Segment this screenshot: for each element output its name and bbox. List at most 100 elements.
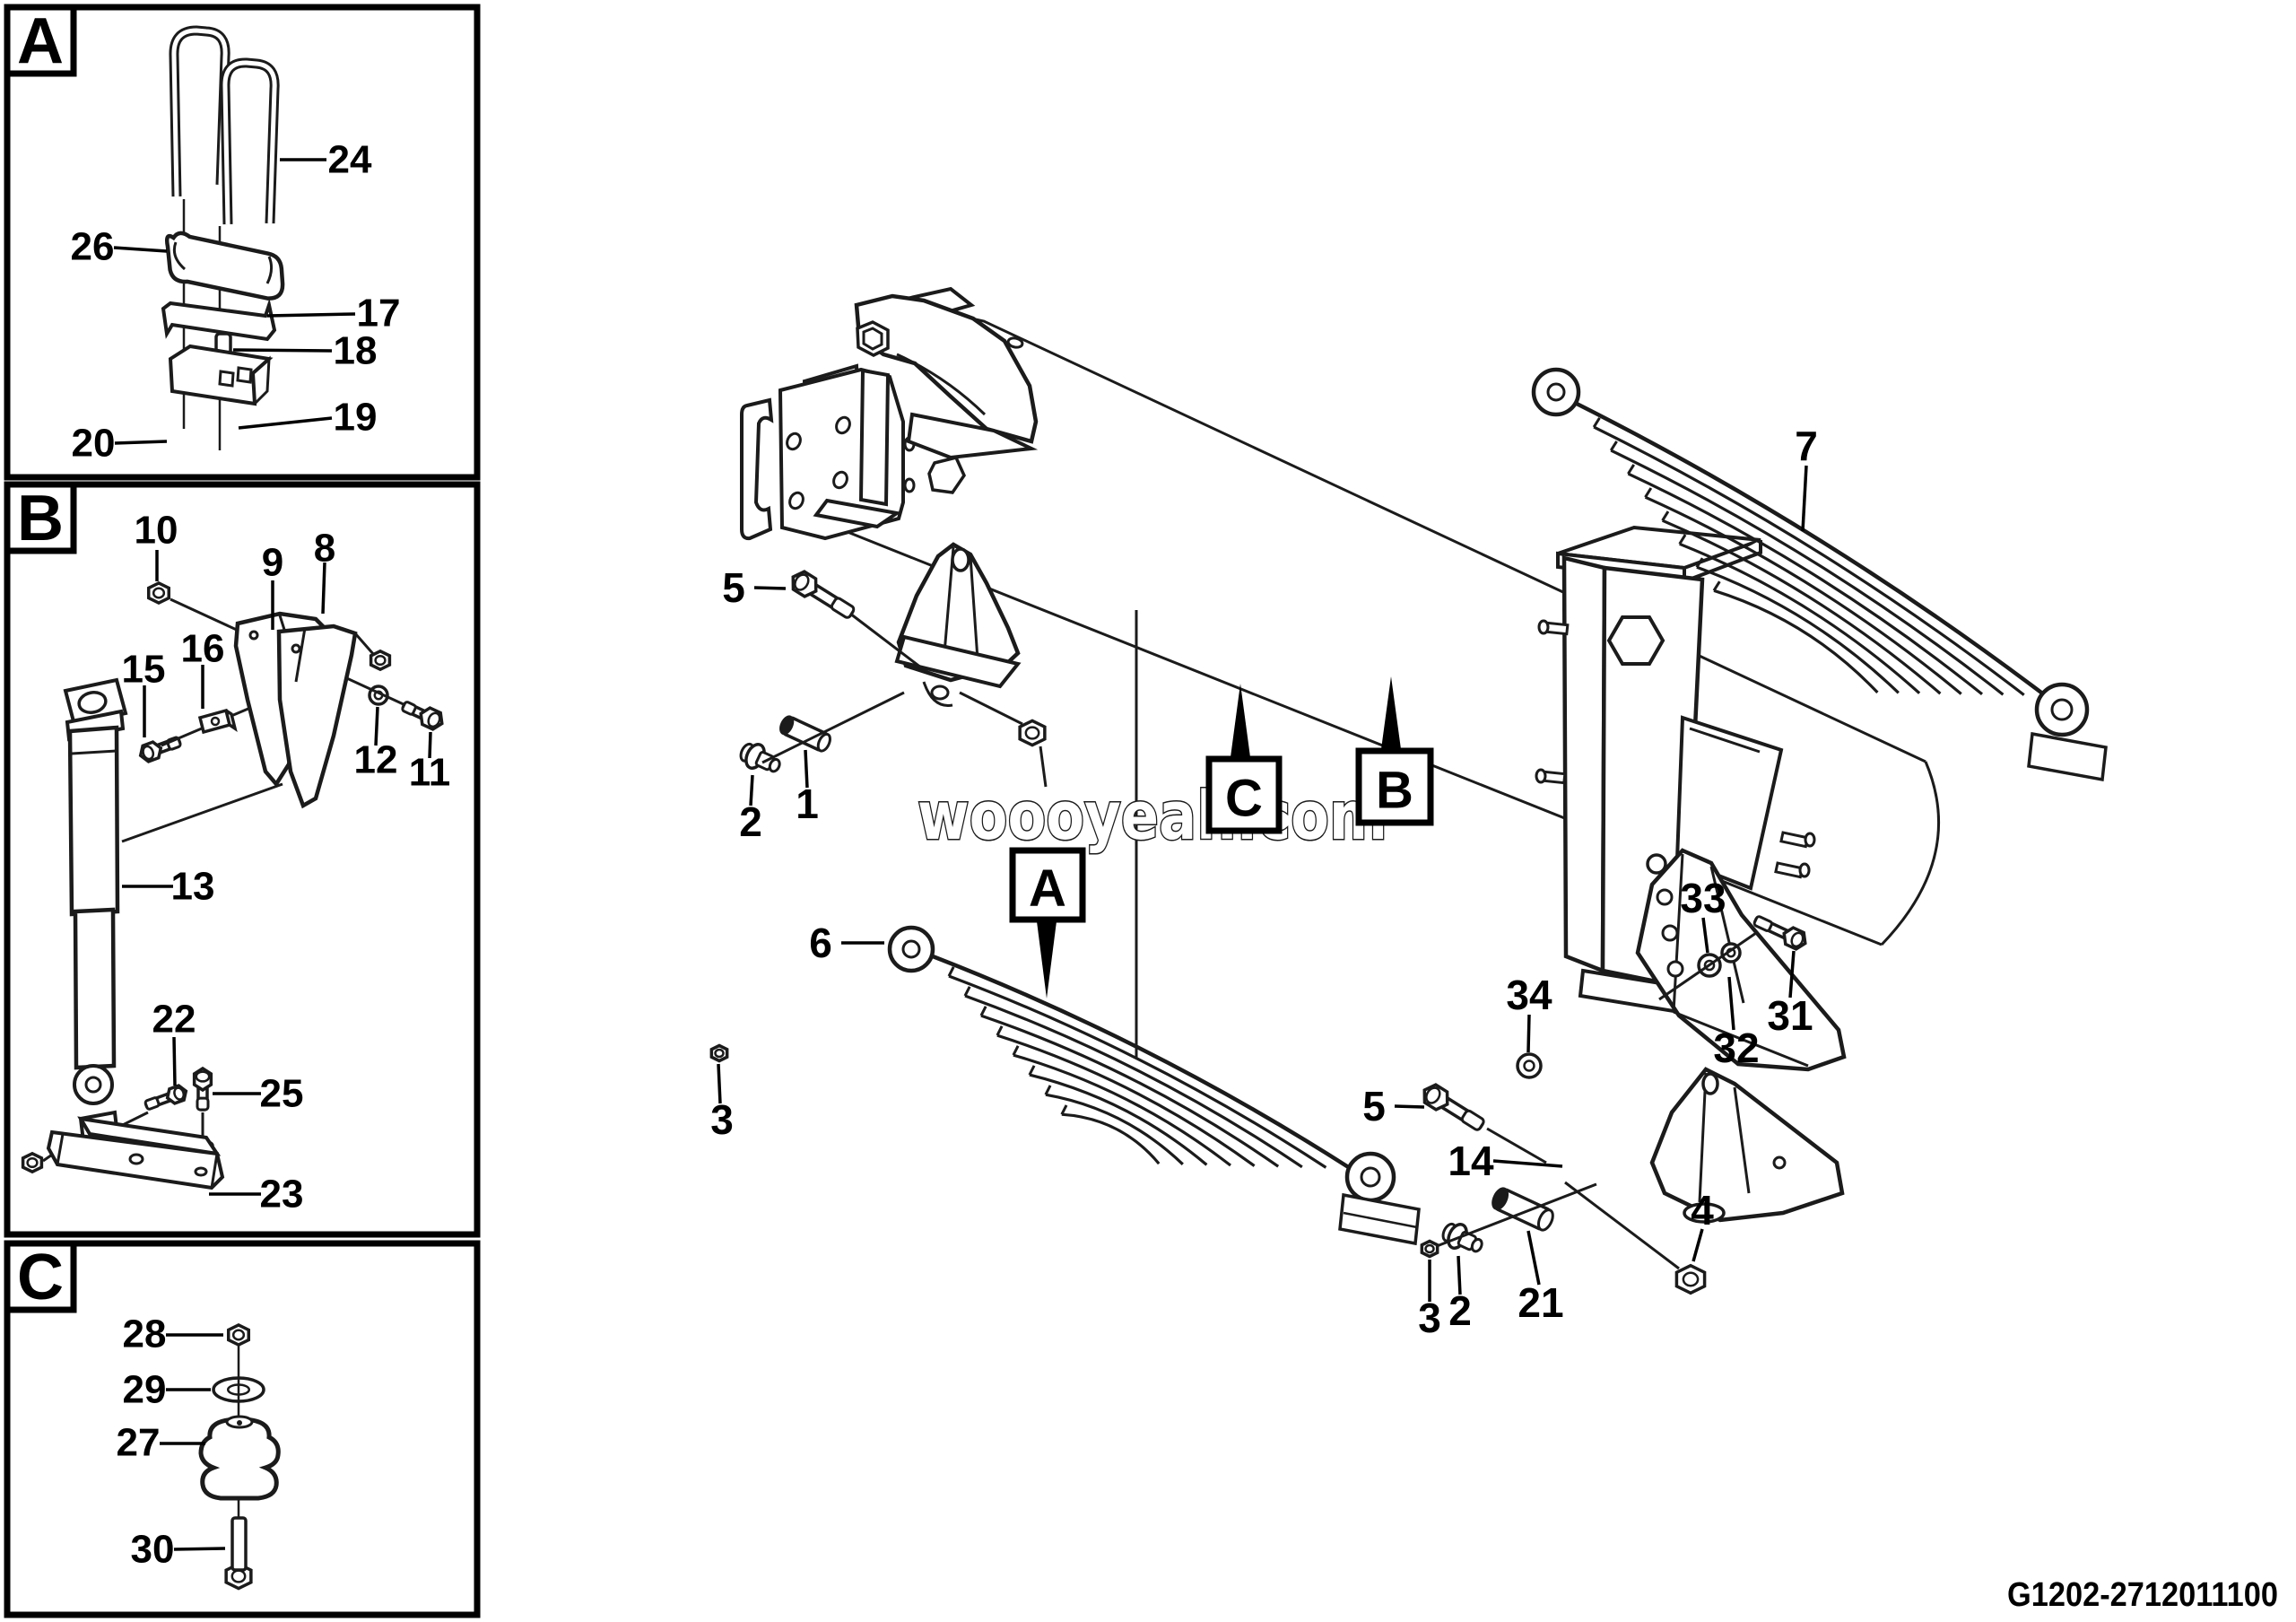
svg-text:29: 29: [123, 1368, 167, 1412]
svg-text:3: 3: [710, 1096, 734, 1143]
callout-17: 17: [266, 292, 401, 336]
callout-9: 9: [262, 541, 283, 630]
callout-15: 15: [122, 648, 166, 737]
svg-text:22: 22: [152, 998, 196, 1042]
fitting-2-front-drawing: [739, 742, 781, 773]
callout-16: 16: [181, 627, 225, 709]
front-hanger-bracket-drawing: [894, 542, 1022, 707]
callout-30: 30: [131, 1528, 226, 1572]
callout-29: 29: [123, 1368, 211, 1412]
svg-text:C: C: [1225, 770, 1263, 828]
callout-32: 32: [1713, 976, 1760, 1071]
leaf-spring-6-drawing: [887, 925, 1421, 1246]
nut-11-drawing: [369, 649, 392, 672]
svg-text:30: 30: [131, 1528, 175, 1572]
svg-text:2: 2: [1448, 1287, 1472, 1334]
spacer-1-drawing: [779, 715, 831, 753]
shock-and-bracket-drawing: [42, 597, 406, 1190]
svg-text:B: B: [1376, 762, 1413, 820]
svg-text:2: 2: [739, 798, 762, 845]
rear-shackle-bracket-drawing: [1635, 848, 1847, 1072]
nut-3-front-drawing: [709, 1043, 729, 1063]
svg-text:19: 19: [334, 396, 378, 440]
fitting-2-rear-drawing: [1441, 1222, 1483, 1253]
callout-33: 33: [1680, 875, 1726, 954]
bump-stop-assembly-drawing: [198, 1346, 281, 1572]
svg-text:24: 24: [328, 138, 372, 182]
callout-6: 6: [809, 920, 884, 966]
flange-nut-front-drawing: [1018, 719, 1047, 747]
callout-10: 10: [135, 509, 178, 581]
callout-1: 1: [796, 749, 819, 827]
callout-18: 18: [232, 329, 378, 373]
callout-31: 31: [1767, 950, 1813, 1039]
callout-7: 7: [1795, 423, 1818, 532]
callout-14: 14: [1448, 1138, 1563, 1184]
bushing-21-drawing: [1492, 1187, 1554, 1232]
callout-24: 24: [280, 138, 372, 182]
svg-text:17: 17: [357, 292, 401, 336]
callout-26: 26: [71, 225, 168, 269]
svg-text:15: 15: [122, 648, 166, 692]
spring-hanger-14-drawing: [1649, 1067, 1845, 1224]
svg-text:12: 12: [354, 738, 398, 782]
panel-a-letter: A: [17, 5, 64, 77]
bolt-11-drawing: [401, 701, 444, 731]
callout-13: 13: [122, 865, 214, 909]
section-marker-c: C: [1205, 684, 1283, 834]
callout-23: 23: [209, 1173, 303, 1216]
callout-20: 20: [72, 422, 168, 466]
bolt-5-rear-drawing: [1422, 1083, 1485, 1131]
callout-28: 28: [123, 1312, 223, 1356]
callout-27: 27: [117, 1421, 205, 1465]
callout-3: 3: [1418, 1260, 1441, 1341]
section-markers: A C B: [1009, 676, 1434, 998]
svg-text:6: 6: [809, 920, 832, 966]
svg-text:31: 31: [1767, 992, 1813, 1039]
svg-text:5: 5: [722, 564, 745, 611]
ubolt-assembly-drawing: [161, 25, 285, 450]
svg-text:3: 3: [1418, 1295, 1441, 1341]
panel-c: C: [4, 1240, 481, 1618]
bolt-22-drawing: [144, 1084, 188, 1111]
svg-text:7: 7: [1795, 423, 1818, 469]
svg-text:A: A: [1029, 859, 1066, 918]
panel-b-letter: B: [17, 483, 64, 554]
callout-2: 2: [1448, 1255, 1472, 1334]
callout-22: 22: [152, 998, 196, 1086]
svg-text:13: 13: [171, 865, 215, 909]
bolt-25-drawing: [192, 1066, 213, 1112]
svg-text:32: 32: [1713, 1025, 1759, 1071]
bolt-5-front-drawing: [791, 570, 856, 619]
callout-5: 5: [1362, 1083, 1425, 1129]
nut-28-drawing: [226, 1323, 251, 1347]
nut-4-drawing: [1674, 1263, 1707, 1295]
svg-text:26: 26: [71, 225, 115, 269]
crossmember-drawing: [740, 286, 1039, 541]
callout-8: 8: [314, 527, 335, 615]
callout-12: 12: [354, 706, 398, 782]
svg-text:4: 4: [1691, 1187, 1714, 1234]
section-marker-a: A: [1009, 847, 1086, 998]
svg-text:14: 14: [1448, 1138, 1494, 1184]
section-marker-b: B: [1355, 676, 1434, 826]
svg-text:34: 34: [1506, 972, 1552, 1018]
svg-text:5: 5: [1362, 1083, 1386, 1129]
svg-text:20: 20: [72, 422, 116, 466]
svg-text:10: 10: [135, 509, 178, 553]
callout-11: 11: [409, 731, 450, 795]
callout-5: 5: [722, 564, 787, 611]
part-number-label: G1202-2712011100: [2007, 1576, 2278, 1614]
svg-text:25: 25: [260, 1072, 304, 1116]
callout-25: 25: [213, 1072, 303, 1116]
svg-text:21: 21: [1518, 1279, 1563, 1326]
svg-text:16: 16: [181, 627, 225, 671]
leaf-spring-7-drawing: [1531, 367, 2108, 782]
callout-34: 34: [1506, 972, 1552, 1053]
callout-3: 3: [710, 1063, 734, 1143]
callout-4: 4: [1691, 1187, 1714, 1262]
bolt-31-drawing: [1752, 915, 1807, 951]
svg-text:18: 18: [334, 329, 378, 373]
